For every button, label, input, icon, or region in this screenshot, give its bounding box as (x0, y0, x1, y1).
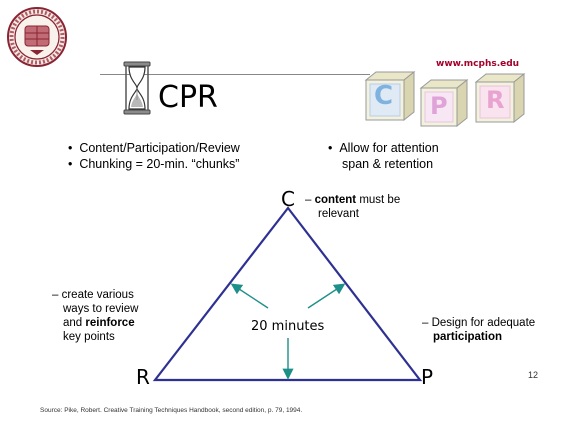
content-note-line1: – content must be (305, 194, 401, 206)
bullet-item: • Content/Participation/Review (68, 140, 240, 156)
college-seal-logo (7, 7, 67, 67)
bullet-item: • Chunking = 20-min. “chunks” (68, 156, 240, 172)
content-keyword: content (314, 194, 357, 206)
arrow-to-content-left (230, 283, 269, 309)
block-r-letter: R (486, 86, 505, 114)
block-p-letter: P (430, 92, 448, 120)
bullet-text: Chunking = 20-min. “chunks” (79, 157, 240, 171)
vertex-label-review: R (136, 365, 150, 389)
header-rule (100, 74, 370, 75)
review-note: – create various ways to review and rein… (52, 288, 138, 344)
page-number: 12 (528, 370, 539, 380)
review-note-line3: and reinforce (63, 317, 135, 329)
content-note-line2: relevant (318, 208, 359, 220)
content-note: – content must be relevant (305, 193, 400, 221)
bullet-item: • Allow for attention (328, 140, 439, 156)
block-p-icon (419, 78, 469, 128)
slide-title: CPR (158, 80, 218, 115)
arrow-to-content-right (307, 283, 346, 309)
bullet-dot: • (68, 141, 80, 155)
triangle-outline (152, 206, 423, 382)
participation-keyword: participation (433, 331, 503, 343)
block-c-letter: C (374, 81, 394, 111)
reinforce-keyword: reinforce (85, 317, 135, 329)
bullet-text: Allow for attention (339, 141, 439, 155)
bullet-list-left: • Content/Participation/Review • Chunkin… (68, 140, 240, 172)
bullet-list-right: • Allow for attention span & retention (328, 140, 439, 172)
review-note-line4: key points (63, 331, 115, 343)
alphabet-blocks-illustration: C P R (362, 64, 538, 128)
participation-note-line2: participation (422, 330, 535, 344)
vertex-label-content: C (281, 187, 295, 211)
source-citation: Source: Pike, Robert. Creative Training … (40, 407, 303, 414)
participation-note: – Design for adequate participation (422, 316, 535, 344)
website-url: www.mcphs.edu (436, 59, 520, 69)
vertex-label-participation: P (421, 365, 434, 389)
bullet-dot: • (328, 141, 340, 155)
center-duration-label: 20 minutes (251, 319, 325, 334)
bullet-text: Content/Participation/Review (79, 141, 240, 155)
bullet-dot: • (68, 157, 80, 171)
review-note-line1: – create various (52, 289, 134, 301)
block-c-icon (364, 70, 416, 122)
review-note-line2: ways to review (63, 303, 139, 315)
participation-note-line1: – Design for adequate (422, 317, 536, 329)
bullet-text-continued: span & retention (342, 157, 434, 171)
hourglass-icon (123, 61, 151, 115)
block-r-icon (474, 72, 526, 124)
